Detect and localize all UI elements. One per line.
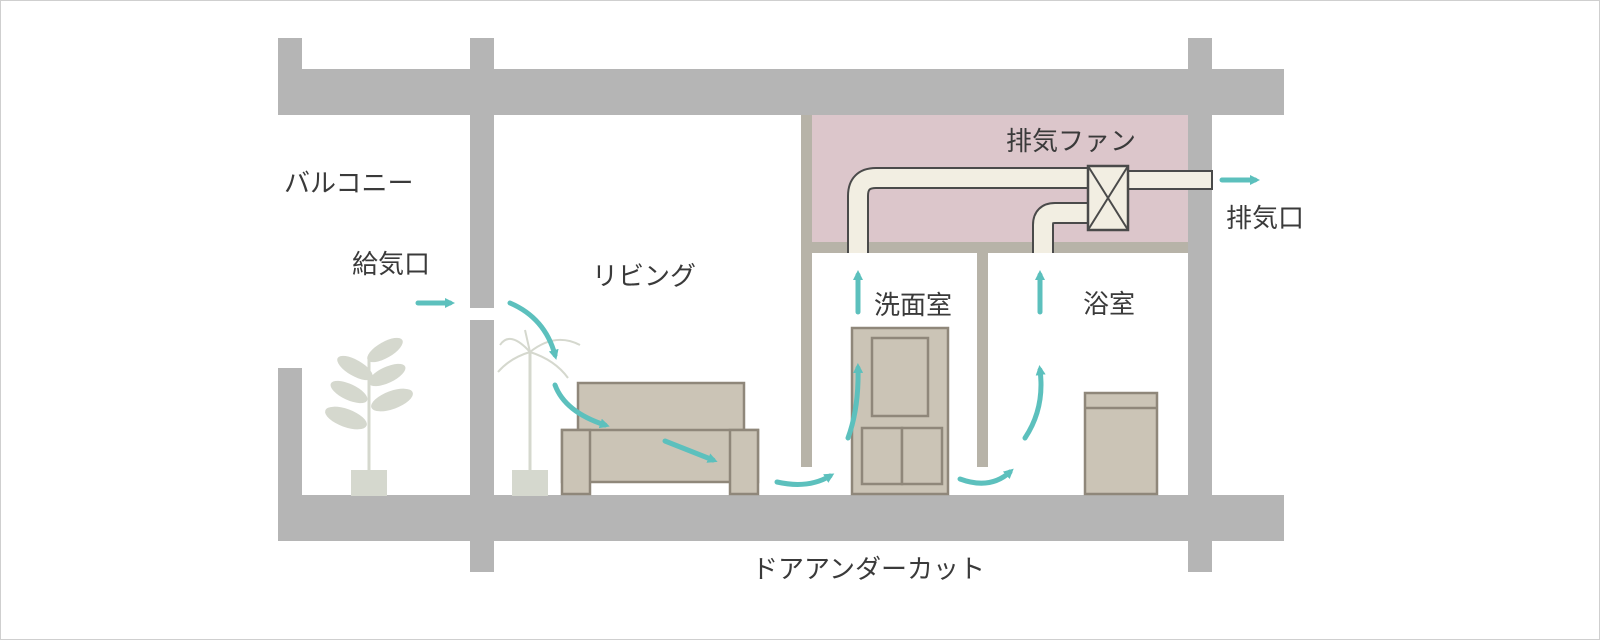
wall-bottom [278,495,1284,541]
label-exhaust-vent: 排気口 [1226,204,1304,234]
wall-balcony-living-lower [470,320,494,572]
airflow-arrow-icon [507,300,559,360]
label-bathroom: 浴室 [1083,290,1135,320]
duct-outlet [1127,170,1213,190]
exhaust-fan-icon [1086,164,1130,232]
wall-left-lower [278,368,302,541]
label-balcony: バルコニー [284,169,413,199]
duct-bathroom-fill [1034,204,1095,253]
wall-right [1188,38,1212,572]
cabinet-icon [850,326,950,496]
wall-living-washroom [801,115,812,467]
inner-walls [801,115,1188,467]
airflow-arrow-icon [1022,365,1046,441]
ceiling-partition [801,242,1188,253]
plant-icon [325,337,413,496]
label-supply-vent: 給気口 [352,250,430,280]
airflow-arrows [415,175,1260,487]
airflow-arrow-icon [552,382,610,429]
duct-washroom-fill [849,169,1095,253]
bath-cabinet-icon [1083,391,1159,496]
airflow-arrow-icon [662,438,718,463]
wall-left-upper [278,38,302,115]
outer-walls [278,38,1284,572]
label-living: リビング [592,262,696,292]
airflow-arrow-icon [774,473,835,487]
label-door-undercut: ドアアンダーカット [752,555,985,585]
wall-top [278,69,1284,115]
sofa-icon [560,381,760,496]
airflow-arrow-icon [957,468,1014,486]
wall-washroom-bathroom [977,253,988,467]
label-exhaust-fan: 排気ファン [1006,127,1136,157]
label-washroom: 洗面室 [874,291,952,321]
airflow-arrow-icon [845,363,864,441]
palm-plant-icon [497,329,581,496]
wall-balcony-living-upper [470,38,494,308]
